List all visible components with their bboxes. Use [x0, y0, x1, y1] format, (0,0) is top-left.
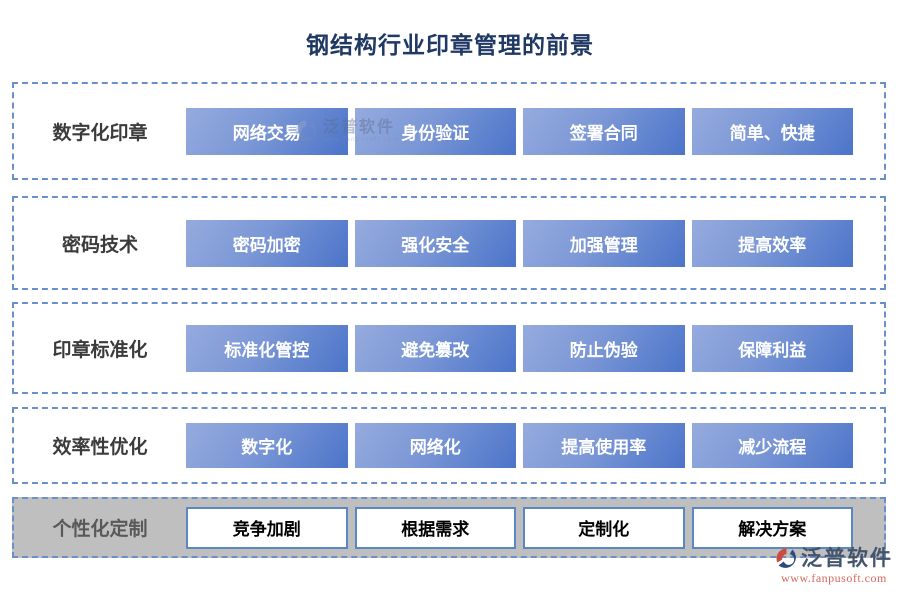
feature-item: 密码加密: [186, 219, 348, 267]
row-password-tech: 密码技术 密码加密 强化安全 加强管理 提高效率: [12, 196, 886, 290]
row-label: 效率性优化: [52, 436, 148, 458]
feature-item: 定制化: [523, 506, 685, 549]
row-label: 印章标准化: [52, 338, 148, 361]
feature-item: 简单、快捷: [691, 107, 853, 155]
feature-item: 加强管理: [523, 219, 685, 267]
row-personalized-customization: 个性化定制 竞争加剧 根据需求 定制化 解决方案: [12, 497, 886, 558]
row-items: 标准化管控 避免篡改 防止伪验 保障利益: [186, 324, 853, 372]
feature-item: 避免篡改: [354, 324, 516, 372]
feature-item: 标准化管控: [186, 324, 348, 372]
feature-item: 解决方案: [691, 506, 853, 549]
feature-item: 保障利益: [691, 324, 853, 372]
feature-item: 网络交易: [186, 107, 348, 155]
row-label: 数字化印章: [52, 121, 148, 144]
row-label: 密码技术: [61, 233, 138, 256]
feature-item: 数字化: [186, 423, 348, 468]
feature-item: 签署合同: [523, 107, 685, 155]
row-items: 网络交易 身份验证 签署合同 简单、快捷: [186, 107, 853, 155]
feature-item: 提高效率: [691, 219, 853, 267]
fanpu-logo-icon: [776, 548, 796, 568]
row-label: 个性化定制: [52, 518, 148, 540]
row-items: 数字化 网络化 提高使用率 减少流程: [186, 423, 853, 468]
watermark-bottom-right: 泛普软件 www.fanpusoft.com: [775, 547, 893, 586]
row-efficiency-optimization: 效率性优化 数字化 网络化 提高使用率 减少流程: [12, 407, 886, 484]
watermark-url-text: www.fanpusoft.com: [781, 571, 887, 585]
feature-item: 网络化: [354, 423, 516, 468]
row-seal-standardization: 印章标准化 标准化管控 避免篡改 防止伪验 保障利益: [12, 302, 886, 394]
feature-item: 提高使用率: [523, 423, 685, 468]
row-items: 竞争加剧 根据需求 定制化 解决方案: [186, 506, 853, 549]
feature-item: 防止伪验: [523, 324, 685, 372]
page-title: 钢结构行业印章管理的前景: [306, 33, 594, 59]
feature-item: 根据需求: [354, 506, 516, 549]
feature-item: 强化安全: [354, 219, 516, 267]
watermark-brand-text: 泛普软件: [801, 546, 893, 570]
row-items: 密码加密 强化安全 加强管理 提高效率: [186, 219, 853, 267]
feature-item: 身份验证: [354, 107, 516, 155]
feature-item: 减少流程: [691, 423, 853, 468]
feature-item: 竞争加剧: [186, 506, 348, 549]
row-digital-seal: 数字化印章 网络交易 身份验证 签署合同 简单、快捷: [12, 82, 886, 180]
